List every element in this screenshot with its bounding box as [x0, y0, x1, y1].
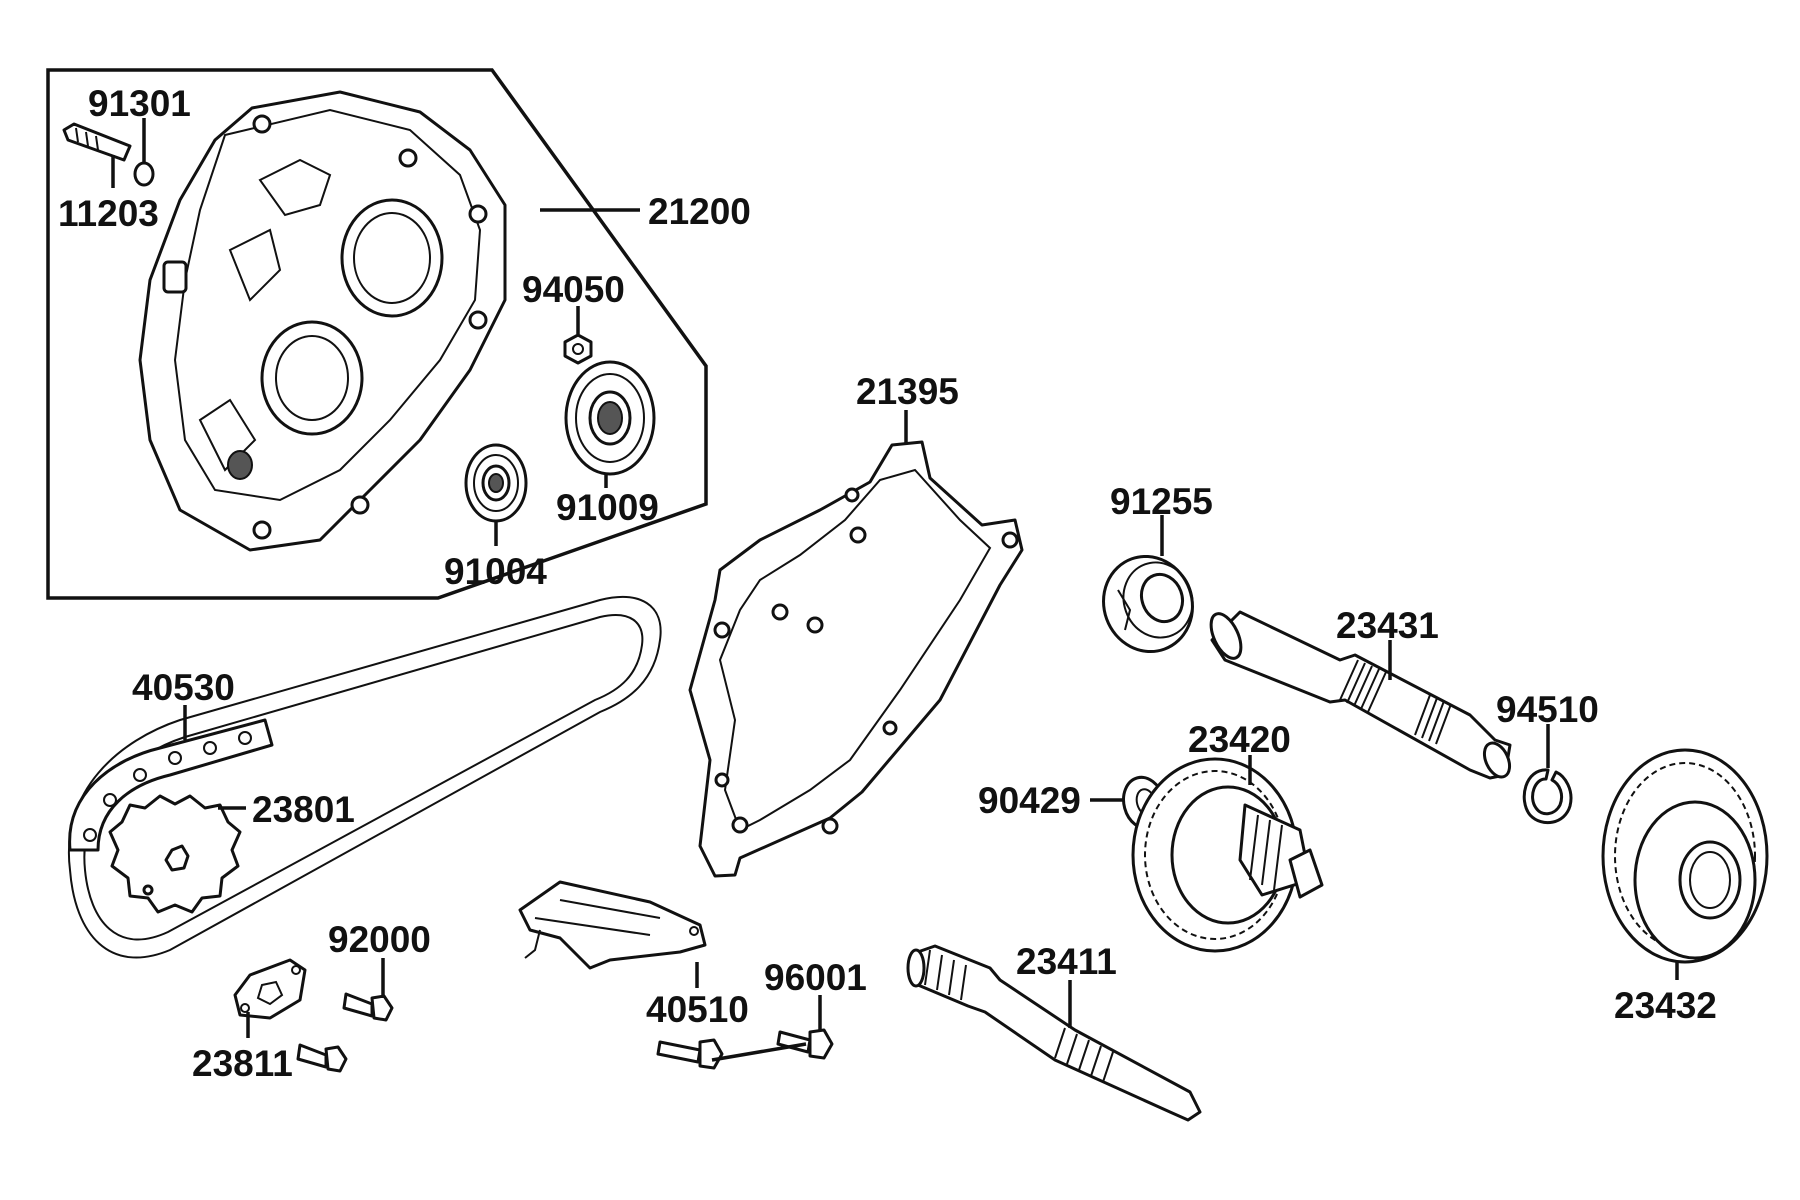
- sprocket-23801: [108, 794, 242, 914]
- circlip-94510: [1522, 768, 1573, 825]
- label-94510: 94510: [1496, 689, 1599, 730]
- label-91009: 91009: [556, 487, 659, 528]
- leader-lines: [111, 118, 1679, 1062]
- washer-91301: [133, 161, 155, 187]
- label-92000: 92000: [328, 919, 431, 960]
- label-21395: 21395: [856, 371, 959, 412]
- label-94050: 94050: [522, 269, 625, 310]
- label-91004: 91004: [444, 551, 547, 592]
- label-23420: 23420: [1188, 719, 1291, 760]
- bearing-91004: [464, 443, 528, 523]
- label-96001: 96001: [764, 957, 867, 998]
- gear-23420: [1131, 757, 1324, 953]
- label-11203: 11203: [58, 193, 159, 234]
- bolt-92000: [296, 992, 394, 1073]
- oil-seal-91255: [1102, 554, 1194, 654]
- label-40510: 40510: [646, 989, 749, 1030]
- gasket-21395: [688, 440, 1024, 878]
- label-91301: 91301: [88, 83, 191, 124]
- drive-chain-40530: [67, 595, 662, 959]
- bolt-96001: [656, 1028, 834, 1070]
- main-shaft-23411: [906, 944, 1202, 1122]
- label-23411: 23411: [1016, 941, 1117, 982]
- label-21200: 21200: [648, 191, 751, 232]
- label-91255: 91255: [1110, 481, 1213, 522]
- stud-bolt-11203: [62, 122, 132, 162]
- lock-plate-23811: [233, 958, 307, 1020]
- label-23811: 23811: [192, 1043, 293, 1084]
- chain-guard-40510: [518, 880, 707, 970]
- drive-shaft-23431: [1209, 610, 1512, 780]
- label-23801: 23801: [252, 789, 355, 830]
- nut-94050: [563, 333, 593, 365]
- label-90429: 90429: [978, 780, 1081, 821]
- label-23432: 23432: [1614, 985, 1717, 1026]
- bearing-91009: [564, 360, 656, 476]
- gear-23432: [1601, 748, 1769, 964]
- transmission-case-21200: [138, 90, 507, 552]
- label-40530: 40530: [132, 667, 235, 708]
- case-assembly-inset-frame: [46, 68, 708, 600]
- label-23431: 23431: [1336, 605, 1439, 646]
